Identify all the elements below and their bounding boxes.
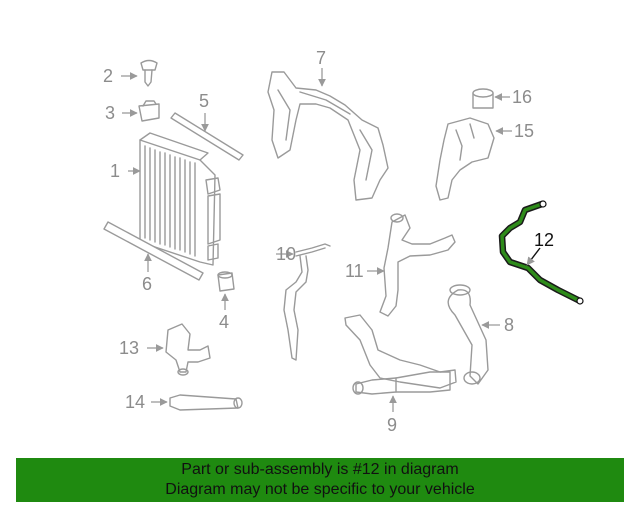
callout-11: 11 [345,261,364,281]
callout-7: 7 [316,48,326,68]
parts-diagram: 1 2 3 4 5 6 7 8 [103,48,584,435]
part-thermostat-13[interactable] [165,323,211,376]
callout-6: 6 [142,274,152,294]
part-hose-assembly-9[interactable] [344,314,457,395]
callout-13: 13 [119,338,139,358]
callout-5: 5 [199,91,209,111]
part-mount[interactable] [138,100,160,122]
part-pipe-14[interactable] [169,394,243,411]
callout-1: 1 [110,161,120,181]
part-seal-upper[interactable] [170,112,244,161]
part-cap-16[interactable] [472,88,494,109]
info-banner: Part or sub-assembly is #12 in diagram D… [16,458,624,502]
callout-3: 3 [105,103,115,123]
callout-12: 12 [534,230,554,250]
callout-15: 15 [514,121,534,141]
callout-10: 10 [276,244,296,264]
callout-14: 14 [125,392,145,412]
part-grommet[interactable] [217,271,235,292]
part-air-duct[interactable] [267,71,389,201]
part-hose-11[interactable] [379,213,456,317]
callout-4: 4 [219,312,229,332]
part-pin[interactable] [140,59,158,87]
banner-line-1: Part or sub-assembly is #12 in diagram [181,461,459,478]
part-pipe-10[interactable] [283,243,331,361]
callout-8: 8 [504,315,514,335]
banner-line-2: Diagram may not be specific to your vehi… [165,481,475,498]
callout-2: 2 [103,66,113,86]
part-seal-lower[interactable] [103,221,204,281]
callout-9: 9 [387,415,397,435]
part-pipe-12-highlighted[interactable] [498,200,584,305]
callout-16: 16 [512,87,532,107]
part-reservoir-15[interactable] [435,117,495,201]
part-hose-8[interactable] [447,284,489,385]
